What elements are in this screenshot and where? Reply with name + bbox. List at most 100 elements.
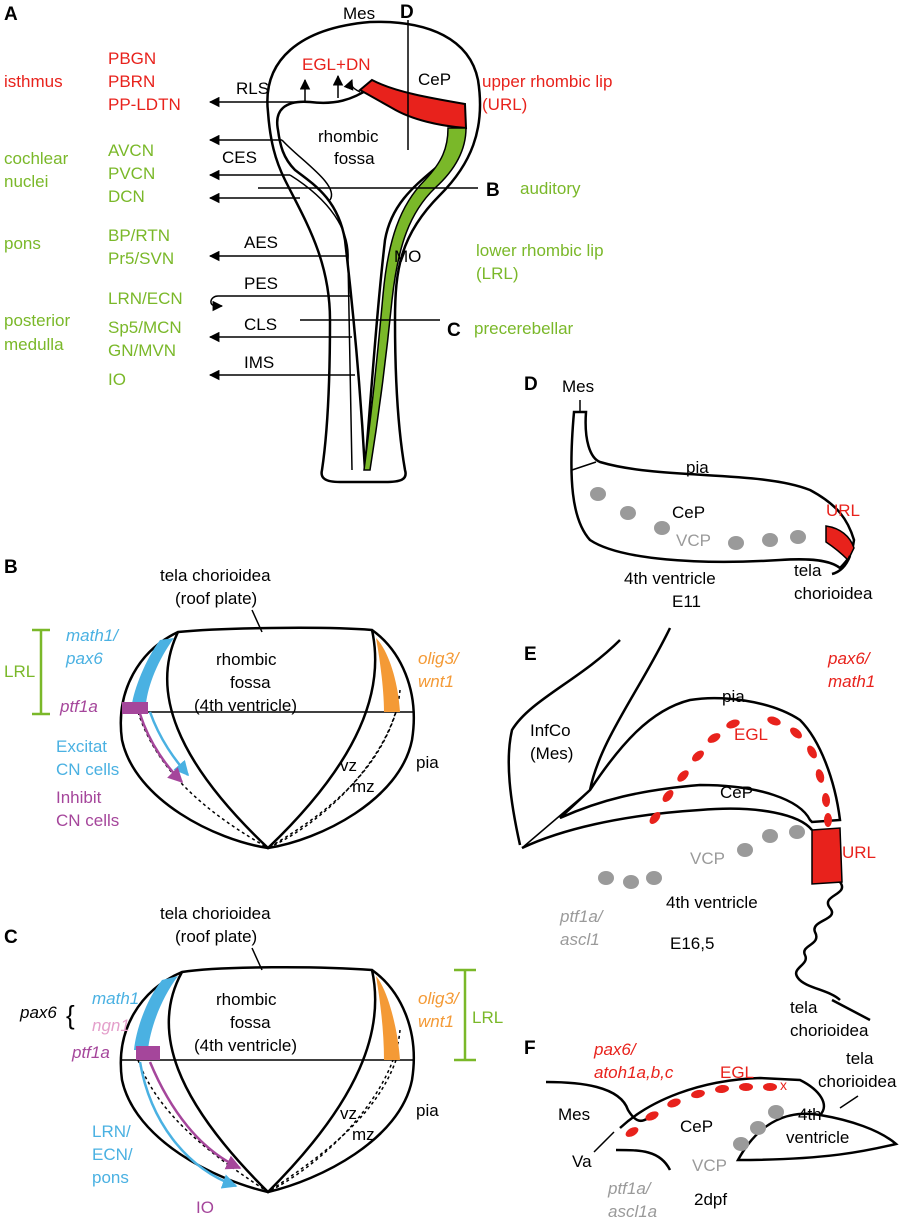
label-age-e: E16,5 [670, 934, 714, 953]
label-vcp-e: VCP [690, 849, 725, 868]
label-v4-e: 4th ventricle [666, 893, 758, 912]
label-v4b-f: ventricle [786, 1128, 849, 1147]
tela-pointer-f [839, 1095, 859, 1109]
label-excit2: CN cells [56, 760, 119, 779]
label-fossa2-b: fossa [230, 673, 271, 692]
label-pia-c: pia [416, 1101, 439, 1120]
label-pes: PES [244, 274, 278, 293]
label-lrl-c: LRL [472, 1008, 503, 1027]
ptf1a-zone-c [136, 1046, 160, 1060]
label-wnt1-b: wnt1 [418, 672, 454, 691]
label-ascl1-e: ascl1 [560, 930, 600, 949]
label-tela-f2: chorioidea [818, 1072, 897, 1091]
label-lrn3: pons [92, 1168, 129, 1187]
label-ptf1a-e: ptf1a/ [559, 907, 605, 926]
label-ces: CES [222, 148, 257, 167]
label-fossa3-b: (4th ventricle) [194, 696, 297, 715]
ptf1a-zone-b [122, 702, 148, 714]
label-fossa2-a: fossa [334, 149, 375, 168]
vcp-dots-f [733, 1105, 784, 1151]
label-atoh-f: atoh1a,b,c [594, 1063, 674, 1082]
nucleus-pbgn: PBGN [108, 49, 156, 68]
label-inhib1: Inhibit [56, 788, 102, 807]
label-age-f: 2dpf [694, 1190, 727, 1209]
label-cochlear: cochlear [4, 149, 69, 168]
mes-outline-f [545, 1080, 649, 1122]
olig3-zone-b [376, 638, 400, 712]
label-io-c: IO [196, 1198, 214, 1217]
label-mz-c: mz [352, 1125, 375, 1144]
label-egl-e: EGL [734, 725, 768, 744]
nucleus-pvcn: PVCN [108, 164, 155, 183]
label-mo: MO [394, 247, 421, 266]
nucleus-pp-ldtn: PP-LDTN [108, 95, 181, 114]
tela-pointer-e [831, 998, 871, 1022]
ventricle-f [735, 1112, 899, 1162]
cep-outline-f [619, 1076, 826, 1129]
panel-a: A D B C RLS CES AES PE [4, 2, 612, 484]
label-ptf1a-f: ptf1a/ [607, 1179, 653, 1198]
math1-zone-b [132, 638, 174, 704]
label-pax6-c: pax6 [19, 1003, 57, 1022]
vcp-dots-d [590, 487, 806, 550]
label-fossa3-c: (4th ventricle) [194, 1036, 297, 1055]
label-pia-d: pia [686, 458, 709, 477]
label-fossa1-c: rhombic [216, 990, 277, 1009]
label-lrn1: LRN/ [92, 1122, 131, 1141]
label-pax6-e: pax6/ [827, 649, 872, 668]
infco-divider [521, 789, 591, 849]
label-mes-a: Mes [343, 4, 375, 23]
panel-label-f: F [524, 1038, 536, 1059]
label-olig3-b: olig3/ [418, 649, 461, 668]
nucleus-lrn-ecn: LRN/ECN [108, 289, 183, 308]
label-wnt1-c: wnt1 [418, 1012, 454, 1031]
label-fossa1-b: rhombic [216, 650, 277, 669]
label-egl-dn: EGL+DN [302, 55, 371, 74]
label-tela-e2: chorioidea [790, 1021, 869, 1040]
label-e11: E11 [672, 592, 701, 611]
arrow-rls-up3 [343, 79, 361, 93]
panel-e: E InfCo (Me [507, 627, 876, 1040]
dash-mz-right-c [267, 1029, 401, 1193]
nucleus-io: IO [108, 370, 126, 389]
label-cep-a: CeP [418, 70, 451, 89]
label-url-e: URL [842, 843, 876, 862]
label-auditory: auditory [520, 179, 581, 198]
label-vz-c: vz [340, 1104, 357, 1123]
nucleus-sp5-mcn: Sp5/MCN [108, 318, 182, 337]
label-ptf1a-b: ptf1a [59, 697, 98, 716]
label-rls: RLS [236, 79, 269, 98]
label-posterior: posterior [4, 311, 70, 330]
label-medulla: medulla [4, 335, 64, 354]
label-ascl1a-f: ascl1a [608, 1202, 657, 1221]
lrl-bracket-c [454, 968, 476, 1062]
panel-b: B tela chorioidea (roof plate) LRL math1… [4, 557, 461, 850]
url-band-e [811, 827, 843, 885]
cep-outline-e [559, 627, 842, 824]
olig3-zone-c [376, 976, 400, 1060]
tela-tip-d [831, 555, 852, 576]
label-mes-d: Mes [562, 377, 594, 396]
label-ngn1-c: ngn1 [92, 1016, 130, 1035]
label-tela-c2: (roof plate) [175, 927, 257, 946]
nucleus-bp-rtn: BP/RTN [108, 226, 170, 245]
label-fossa1-a: rhombic [318, 127, 379, 146]
label-tela-b2: (roof plate) [175, 589, 257, 608]
label-url1: upper rhombic lip [482, 72, 612, 91]
panel-label-a: A [4, 4, 18, 25]
tela-wave-e [794, 881, 844, 1001]
va-pointer-f [593, 1131, 615, 1153]
label-cls: CLS [244, 315, 277, 334]
label-va-f: Va [572, 1152, 592, 1171]
label-pax6-b: pax6 [65, 649, 103, 668]
label-ims: IMS [244, 353, 274, 372]
egl-dots-f [625, 1083, 777, 1137]
panel-label-e: E [524, 644, 537, 665]
section-c-outline [119, 965, 416, 1194]
stream-ces-path [281, 139, 333, 201]
dash-vz-right-b [267, 711, 397, 849]
hindbrain-outline [266, 20, 482, 484]
panel-f: F pax6/ atoh1a,b,c EGL x tela chorioidea… [524, 1038, 899, 1221]
nucleus-pr5-svn: Pr5/SVN [108, 249, 174, 268]
